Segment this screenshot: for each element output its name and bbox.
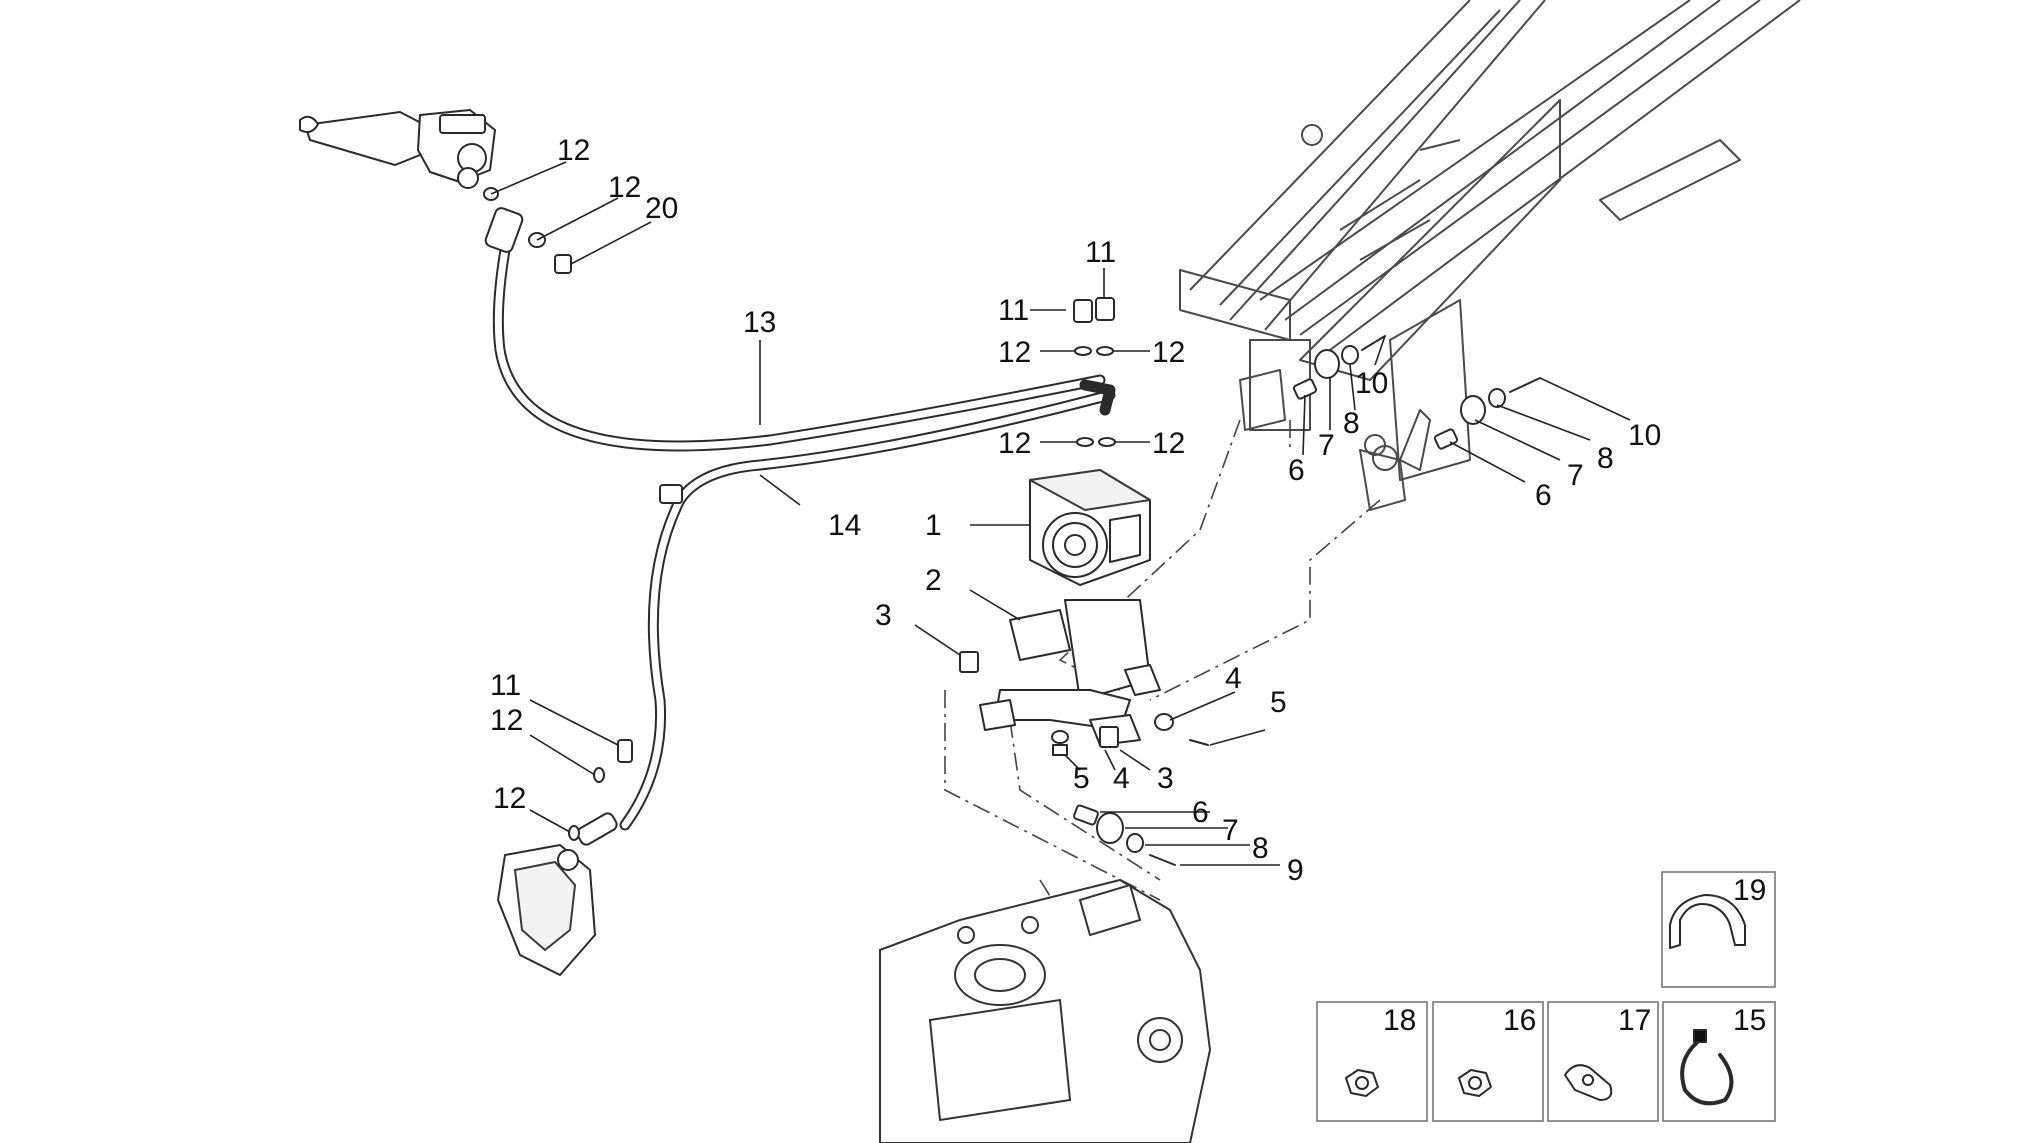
callout-8: 8 (1252, 832, 1269, 865)
callout-4: 4 (1225, 662, 1242, 695)
callout-7: 7 (1222, 814, 1239, 847)
abs-modulator (1029, 469, 1151, 586)
brake-lever-master-cylinder (299, 109, 496, 189)
callout-12: 12 (608, 171, 641, 204)
callout-labels: 1 2 3 3 4 4 5 5 6 6 6 7 7 7 8 8 8 9 10 1… (490, 134, 1766, 1037)
accessory-box-15 (1662, 1001, 1776, 1122)
callout-12: 12 (998, 427, 1031, 460)
callout-1: 1 (925, 509, 942, 542)
callout-8: 8 (1343, 407, 1360, 440)
callout-7: 7 (1318, 429, 1335, 462)
callout-12: 12 (557, 134, 590, 167)
brake-hoses (484, 207, 1116, 846)
abs-bracket (979, 599, 1161, 746)
callout-13: 13 (743, 306, 776, 339)
callout-8: 8 (1597, 442, 1614, 475)
callout-11: 11 (998, 294, 1029, 327)
callout-12: 12 (493, 782, 526, 815)
callout-16: 16 (1503, 1004, 1536, 1037)
frame-illustration (1179, 0, 1801, 511)
callout-19: 19 (1733, 874, 1766, 907)
brake-caliper (497, 844, 596, 976)
accessory-box-17 (1547, 1001, 1659, 1122)
callout-4: 4 (1113, 762, 1130, 795)
callout-9: 9 (1287, 854, 1304, 887)
hardware-items (483, 187, 1541, 866)
accessory-box-18 (1316, 1001, 1428, 1122)
callout-12: 12 (998, 336, 1031, 369)
leader-lines (490, 161, 1631, 866)
callout-10: 10 (1628, 419, 1661, 452)
callout-15: 15 (1733, 1004, 1766, 1037)
callout-12: 12 (1152, 336, 1185, 369)
callout-17: 17 (1618, 1004, 1651, 1037)
accessory-box-16 (1432, 1001, 1544, 1122)
callout-14: 14 (828, 509, 861, 542)
callout-20: 20 (645, 192, 678, 225)
callout-6: 6 (1535, 479, 1552, 512)
callout-12: 12 (490, 704, 523, 737)
callout-6: 6 (1192, 796, 1209, 829)
callout-11: 11 (1085, 236, 1116, 269)
callout-6: 6 (1288, 454, 1305, 487)
callout-11: 11 (490, 669, 521, 702)
callout-3: 3 (1157, 762, 1174, 795)
callout-5: 5 (1270, 686, 1287, 719)
engine-illustration (879, 878, 1212, 1143)
accessory-box-19 (1661, 871, 1776, 988)
callout-7: 7 (1567, 459, 1584, 492)
callout-3: 3 (875, 599, 892, 632)
callout-12: 12 (1152, 427, 1185, 460)
callout-10: 10 (1355, 367, 1388, 400)
callout-5: 5 (1073, 762, 1090, 795)
callout-18: 18 (1383, 1004, 1416, 1037)
callout-2: 2 (925, 564, 942, 597)
